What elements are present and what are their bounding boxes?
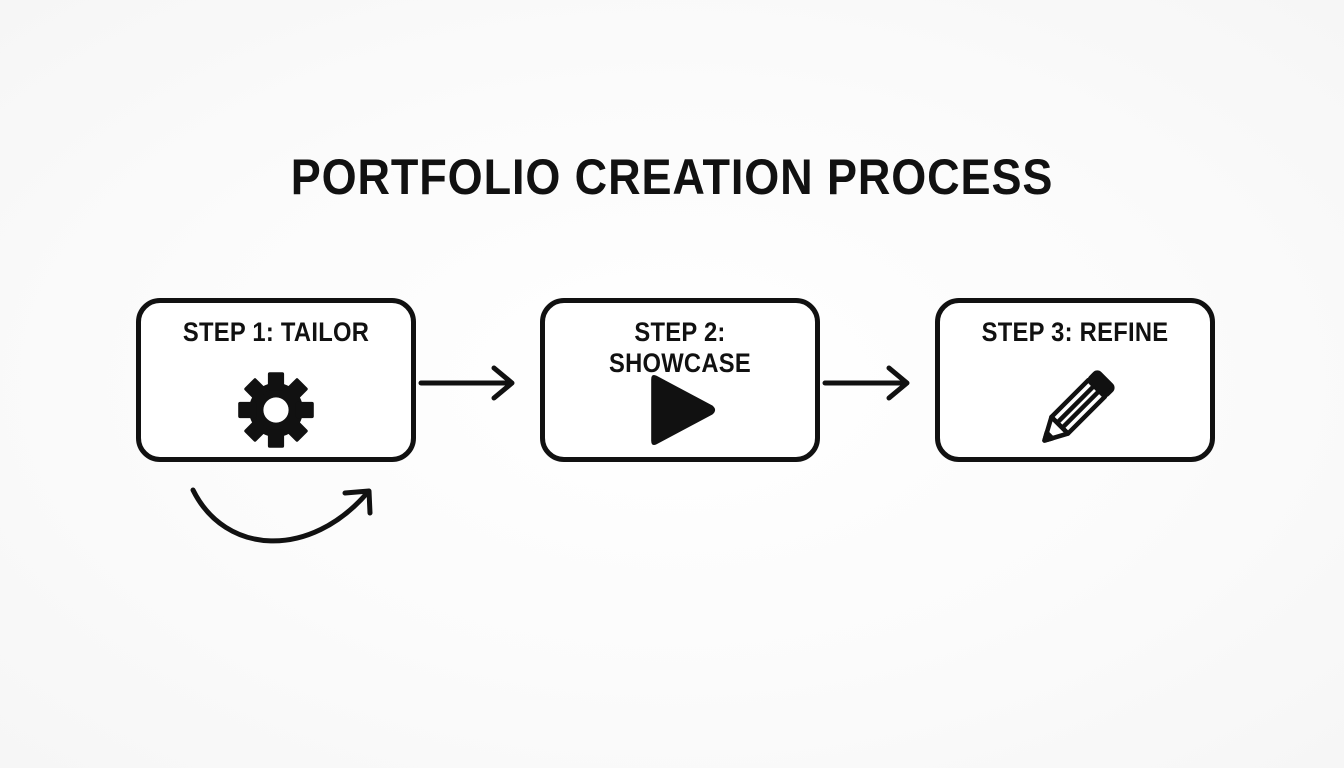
gear-icon [231, 365, 321, 455]
step-2-box: STEP 2: SHOWCASE [540, 298, 820, 462]
step-2-label: STEP 2: SHOWCASE [608, 317, 752, 378]
pencil-icon [1030, 365, 1120, 455]
arrow-step-2-to-3 [822, 365, 910, 401]
diagram-title: PORTFOLIO CREATION PROCESS [290, 149, 1054, 205]
step-3-label: STEP 3: REFINE [981, 317, 1169, 347]
step-1-label: STEP 1: TAILOR [182, 317, 370, 347]
step-1-box: STEP 1: TAILOR [136, 298, 416, 462]
play-icon [635, 365, 725, 455]
arrow-step-1-to-2 [418, 365, 515, 401]
step-3-box: STEP 3: REFINE [935, 298, 1215, 462]
loop-arrow [190, 487, 373, 544]
